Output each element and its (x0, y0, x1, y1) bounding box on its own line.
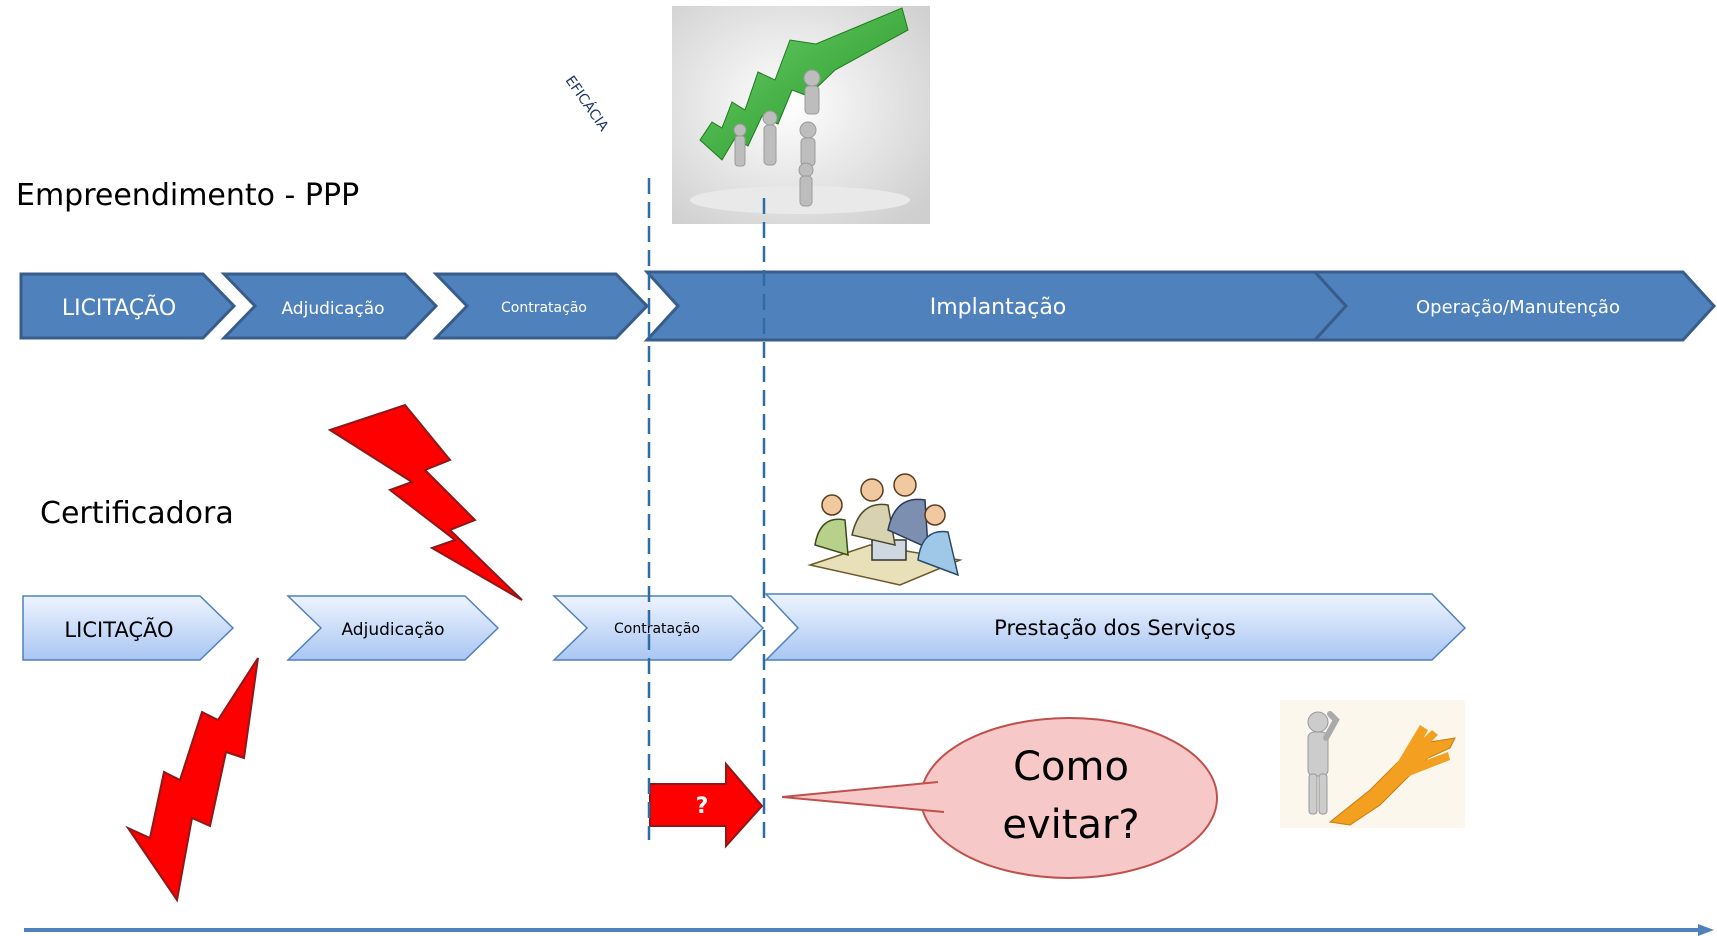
cert-stage-prestacao (764, 593, 1467, 661)
cert-stage-adjudicacao (286, 595, 500, 661)
ppp-title: Empreendimento - PPP (16, 178, 359, 213)
cert-stage-adjudicacao-label: Adjudicação (341, 620, 444, 640)
ppp-stage-adjudicacao (220, 272, 439, 340)
ppp-stage-adjudicacao-label: Adjudicação (281, 299, 384, 319)
cert-stage-licitacao-label: LICITAÇÃO (64, 616, 173, 642)
ppp-stage-implantacao-label: Implantação (930, 295, 1067, 320)
ppp-stage-operacao-label: Operação/Manutenção (1416, 297, 1620, 318)
ppp-stage-operacao (1311, 270, 1717, 342)
lightning-bolt-icon-upper (327, 403, 523, 601)
como-evitar-callout: Como evitar? (781, 717, 1218, 879)
lightning-bolt-icon-lower (125, 657, 259, 903)
callout-line-2: evitar? (1002, 802, 1139, 848)
cert-stage-contratacao (552, 595, 765, 661)
gap-arrow: ? (649, 761, 764, 849)
ppp-stage-licitacao (19, 272, 237, 340)
cert-stage-licitacao (22, 595, 235, 661)
certificadora-process-row: LICITAÇÃO Adjudicação Contratação Presta… (22, 593, 1467, 661)
callout-line-1: Como (1013, 744, 1129, 790)
eficacia-label: EFICÁCIA (562, 73, 613, 135)
business-meeting-clipart (800, 465, 968, 590)
certificadora-title: Certificadora (40, 496, 234, 531)
ppp-stage-contratacao (432, 272, 650, 340)
cert-stage-contratacao-label: Contratação (614, 621, 700, 637)
crossroads-decision-illustration (1280, 700, 1465, 828)
ppp-stage-contratacao-label: Contratação (501, 300, 587, 316)
timeline-arrow (24, 924, 1714, 936)
ppp-process-row: LICITAÇÃO Adjudicação Contratação Implan… (19, 270, 1717, 342)
ppp-stage-licitacao-label: LICITAÇÃO (62, 294, 176, 321)
gap-question-mark: ? (696, 794, 709, 819)
cert-stage-prestacao-label: Prestação dos Serviços (994, 616, 1236, 640)
growth-teamwork-illustration (672, 6, 930, 224)
